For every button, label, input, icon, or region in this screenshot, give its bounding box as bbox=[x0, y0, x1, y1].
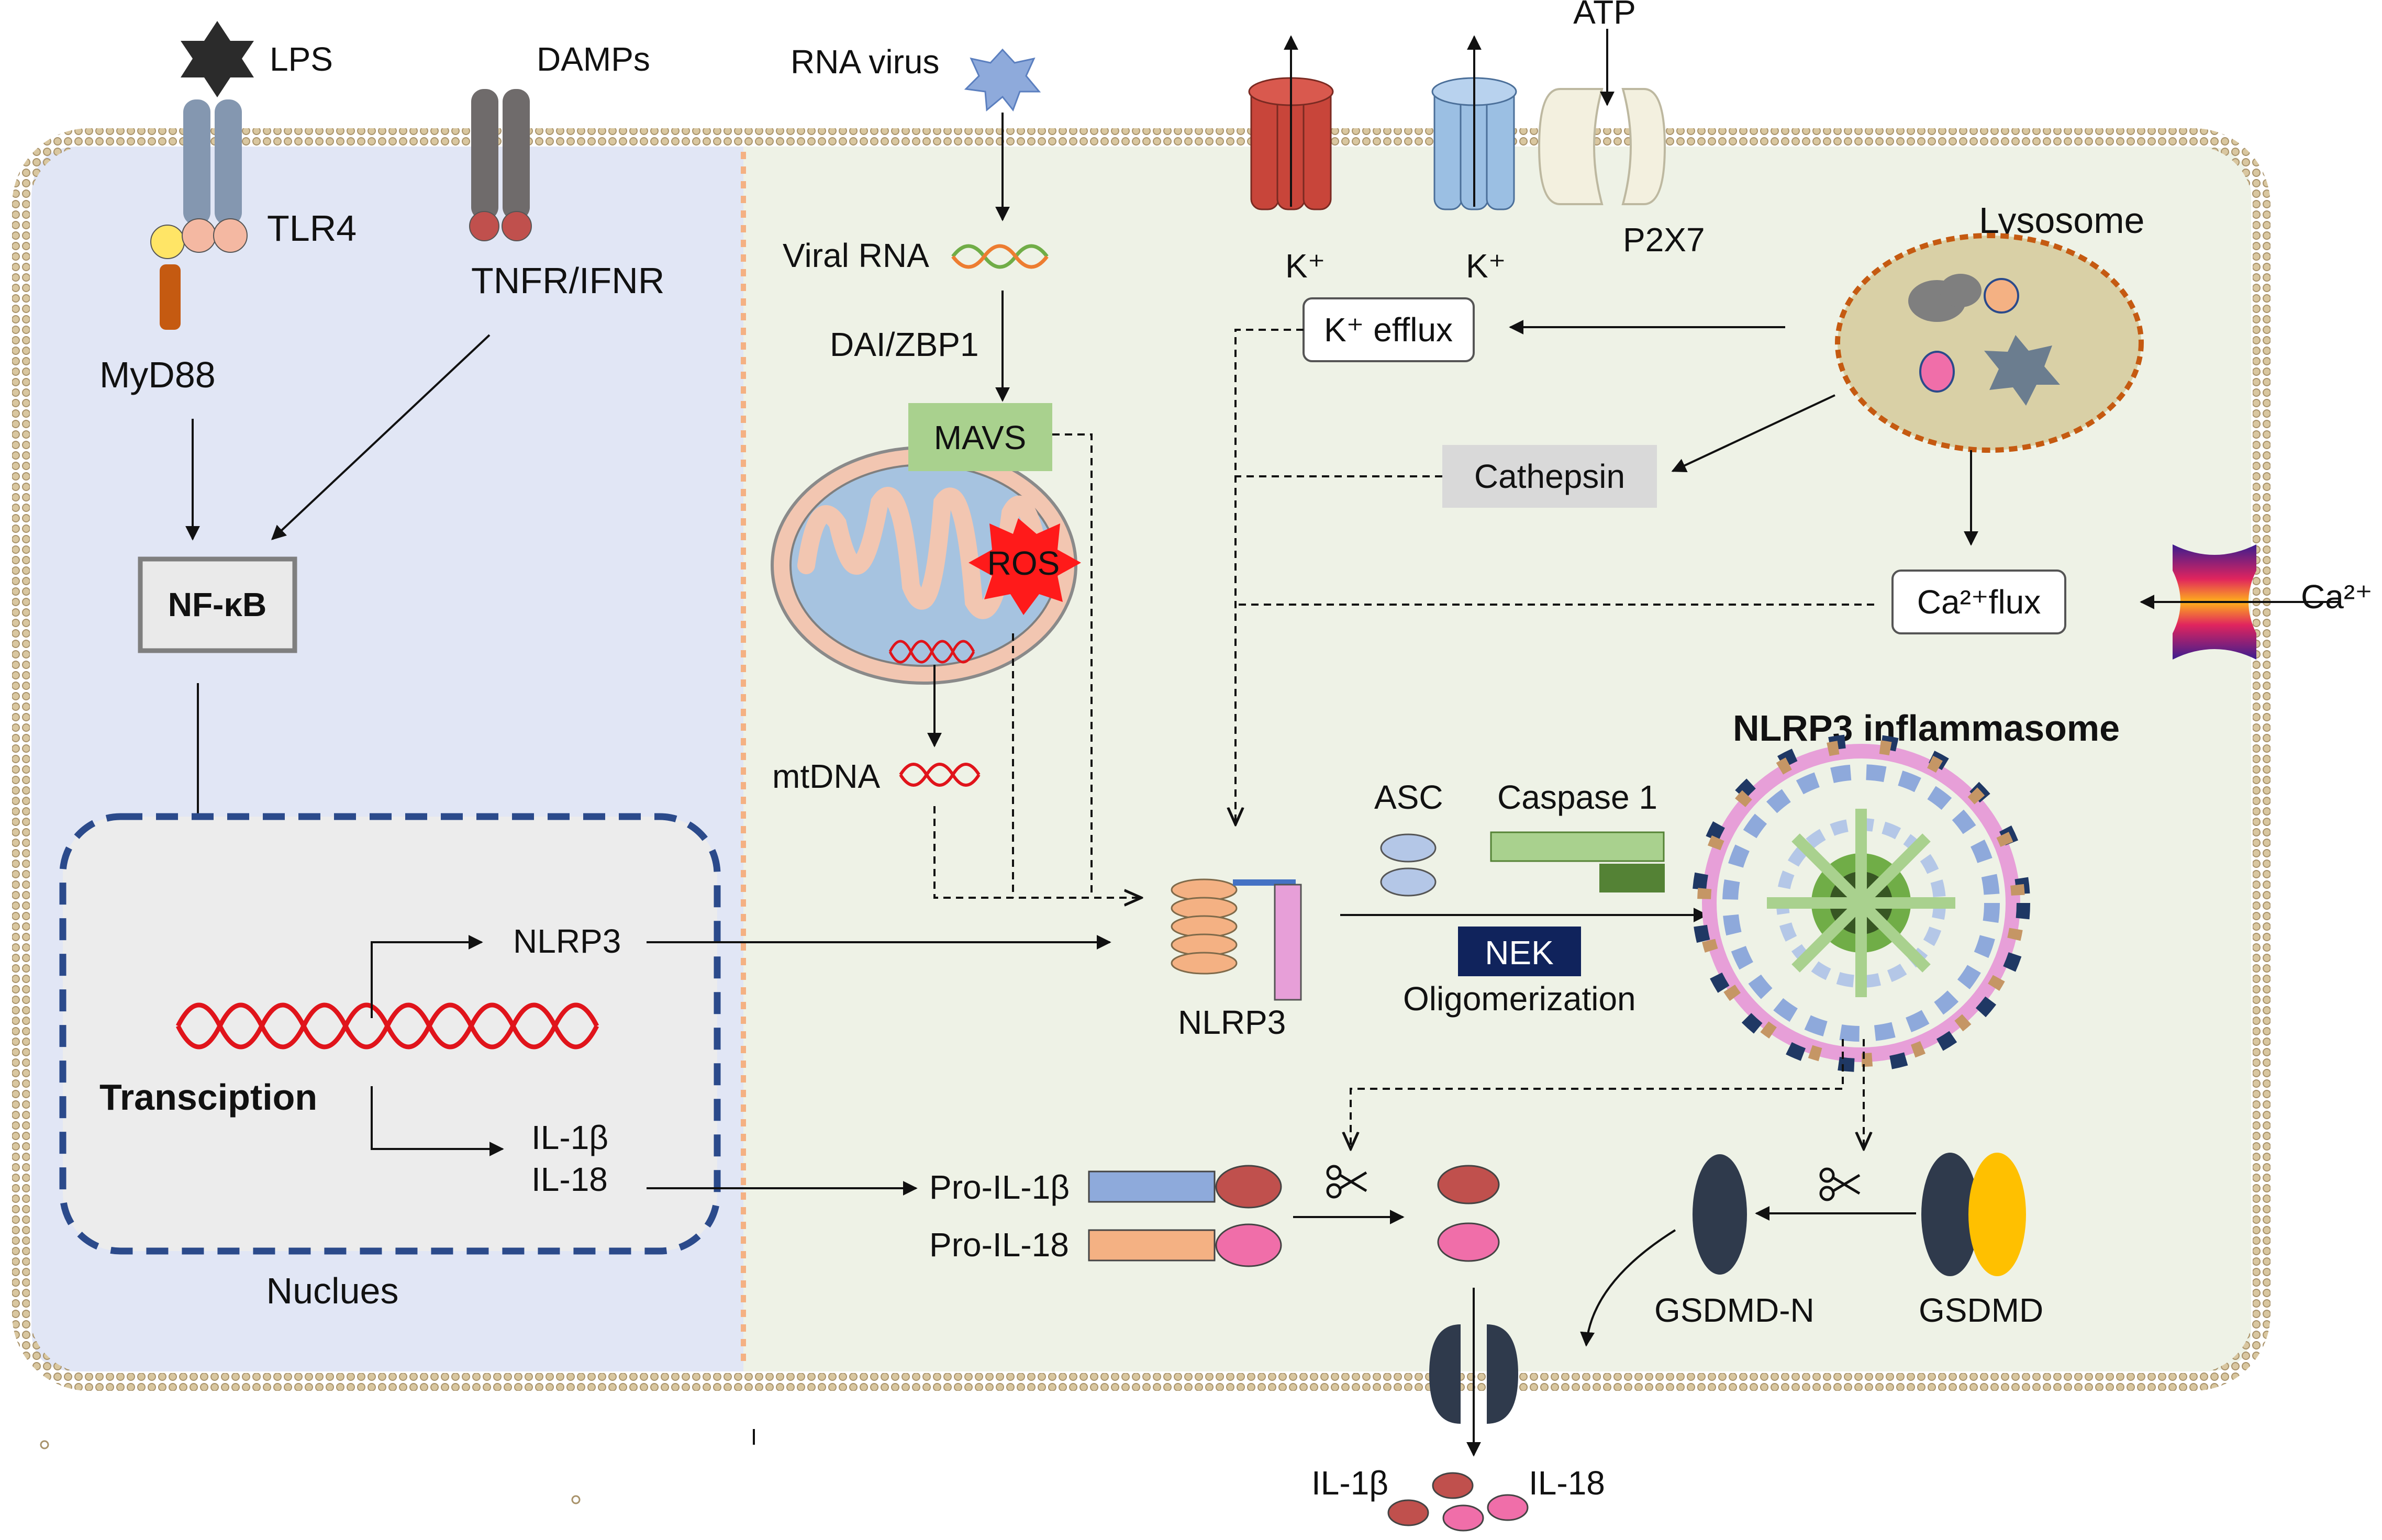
viral-rna-icon bbox=[951, 244, 1049, 269]
inflammasome-title: NLRP3 inflammasome bbox=[1733, 708, 2120, 749]
k-channel-icon bbox=[1248, 35, 1334, 210]
nlrp3-protein-icon bbox=[1171, 878, 1302, 1001]
tlr4-receptor-icon bbox=[150, 99, 248, 330]
il1b-out-label: IL-1β bbox=[1311, 1464, 1388, 1502]
ros-label: ROS bbox=[987, 544, 1060, 582]
nucleus: Transciption NLRP3 IL-1β IL-18 bbox=[59, 813, 721, 1255]
k-efflux-box: K⁺ efflux bbox=[1303, 297, 1475, 362]
mavs-label: MAVS bbox=[934, 419, 1027, 456]
damps-label: DAMPs bbox=[537, 40, 650, 78]
rna-virus-icon bbox=[964, 48, 1041, 112]
ca-channel-icon bbox=[2140, 544, 2340, 660]
ros-burst-icon: ROS bbox=[969, 518, 1081, 615]
dna-helix-icon bbox=[175, 1002, 599, 1050]
gsdmd-icon bbox=[1921, 1153, 2026, 1276]
nfkb-box: NF-κB bbox=[138, 556, 297, 653]
ca-ion-label: Ca²⁺ bbox=[2301, 578, 2373, 616]
cytoplasm-right-panel bbox=[743, 147, 2251, 1371]
plasma-membrane bbox=[12, 128, 2270, 1391]
pro-il18-label: Pro-IL-18 bbox=[929, 1226, 1069, 1264]
lps-label: LPS bbox=[270, 40, 333, 78]
lps-star-icon bbox=[181, 21, 254, 97]
k-plus-label-2: K⁺ bbox=[1466, 247, 1506, 285]
caspase1-icon bbox=[1490, 831, 1665, 892]
p2x7-label: P2X7 bbox=[1623, 221, 1705, 259]
k-efflux-label: K⁺ efflux bbox=[1324, 311, 1453, 349]
mito-dna-icon bbox=[888, 640, 975, 664]
nfkb-label: NF-κB bbox=[168, 586, 267, 623]
scissors-icon-2 bbox=[1819, 1167, 1861, 1201]
myd88-label: MyD88 bbox=[99, 354, 216, 395]
tnfr-label: TNFR/IFNR bbox=[471, 260, 664, 301]
viral-rna-label: Viral RNA bbox=[783, 237, 929, 274]
gsdmd-label: GSDMD bbox=[1919, 1291, 2043, 1329]
oligomerization-label: Oligomerization bbox=[1403, 980, 1636, 1018]
il1b-mature-icon bbox=[1437, 1165, 1500, 1262]
tlr4-label: TLR4 bbox=[267, 208, 357, 249]
released-cytokines-icon bbox=[1387, 1472, 1529, 1532]
pro-il18-icon bbox=[1088, 1223, 1282, 1267]
nlrp3-gene-label: NLRP3 bbox=[513, 922, 621, 960]
asc-icon bbox=[1380, 833, 1437, 897]
mtdna-label: mtDNA bbox=[772, 757, 881, 795]
il1b-gene-label: IL-1β bbox=[531, 1119, 608, 1156]
k-channel-blue-icon bbox=[1431, 35, 1517, 210]
pro-il1b-icon bbox=[1088, 1165, 1282, 1209]
nucleus-label: Nuclues bbox=[266, 1270, 399, 1311]
gsdmd-n-icon bbox=[1693, 1154, 1747, 1275]
cathepsin-label: Cathepsin bbox=[1474, 457, 1625, 495]
nlrp3-protein-label: NLRP3 bbox=[1178, 1003, 1286, 1041]
lysosome-icon bbox=[1835, 233, 2144, 453]
membrane-pore-icon bbox=[1429, 1324, 1518, 1424]
caspase1-label: Caspase 1 bbox=[1497, 778, 1657, 816]
ca-flux-box: Ca²⁺flux bbox=[1891, 570, 2066, 634]
scissors-icon bbox=[1326, 1165, 1367, 1199]
transcription-label: Transciption bbox=[99, 1077, 317, 1118]
dai-label: DAI/ZBP1 bbox=[830, 326, 979, 363]
il18-out-label: IL-18 bbox=[1529, 1464, 1605, 1502]
pro-il1b-label: Pro-IL-1β bbox=[929, 1168, 1070, 1206]
k-plus-label-1: K⁺ bbox=[1285, 247, 1325, 285]
tnfr-receptor-icon bbox=[469, 89, 532, 241]
cathepsin-box: Cathepsin bbox=[1442, 445, 1657, 508]
gsdmd-n-label: GSDMD-N bbox=[1654, 1291, 1815, 1329]
mtdna-icon bbox=[899, 763, 981, 787]
rna-virus-label: RNA virus bbox=[791, 43, 940, 81]
il18-gene-label: IL-18 bbox=[531, 1160, 608, 1198]
nek-label: NEK bbox=[1485, 934, 1554, 972]
p2x7-channel-icon bbox=[1538, 29, 1666, 205]
asc-label: ASC bbox=[1374, 778, 1443, 816]
atp-label: ATP bbox=[1573, 0, 1636, 31]
mavs-box: MAVS bbox=[908, 403, 1052, 471]
nek-box: NEK bbox=[1458, 927, 1581, 976]
inflammasome-ring-icon bbox=[1692, 734, 2030, 1072]
ca-flux-label: Ca²⁺flux bbox=[1917, 583, 2041, 621]
